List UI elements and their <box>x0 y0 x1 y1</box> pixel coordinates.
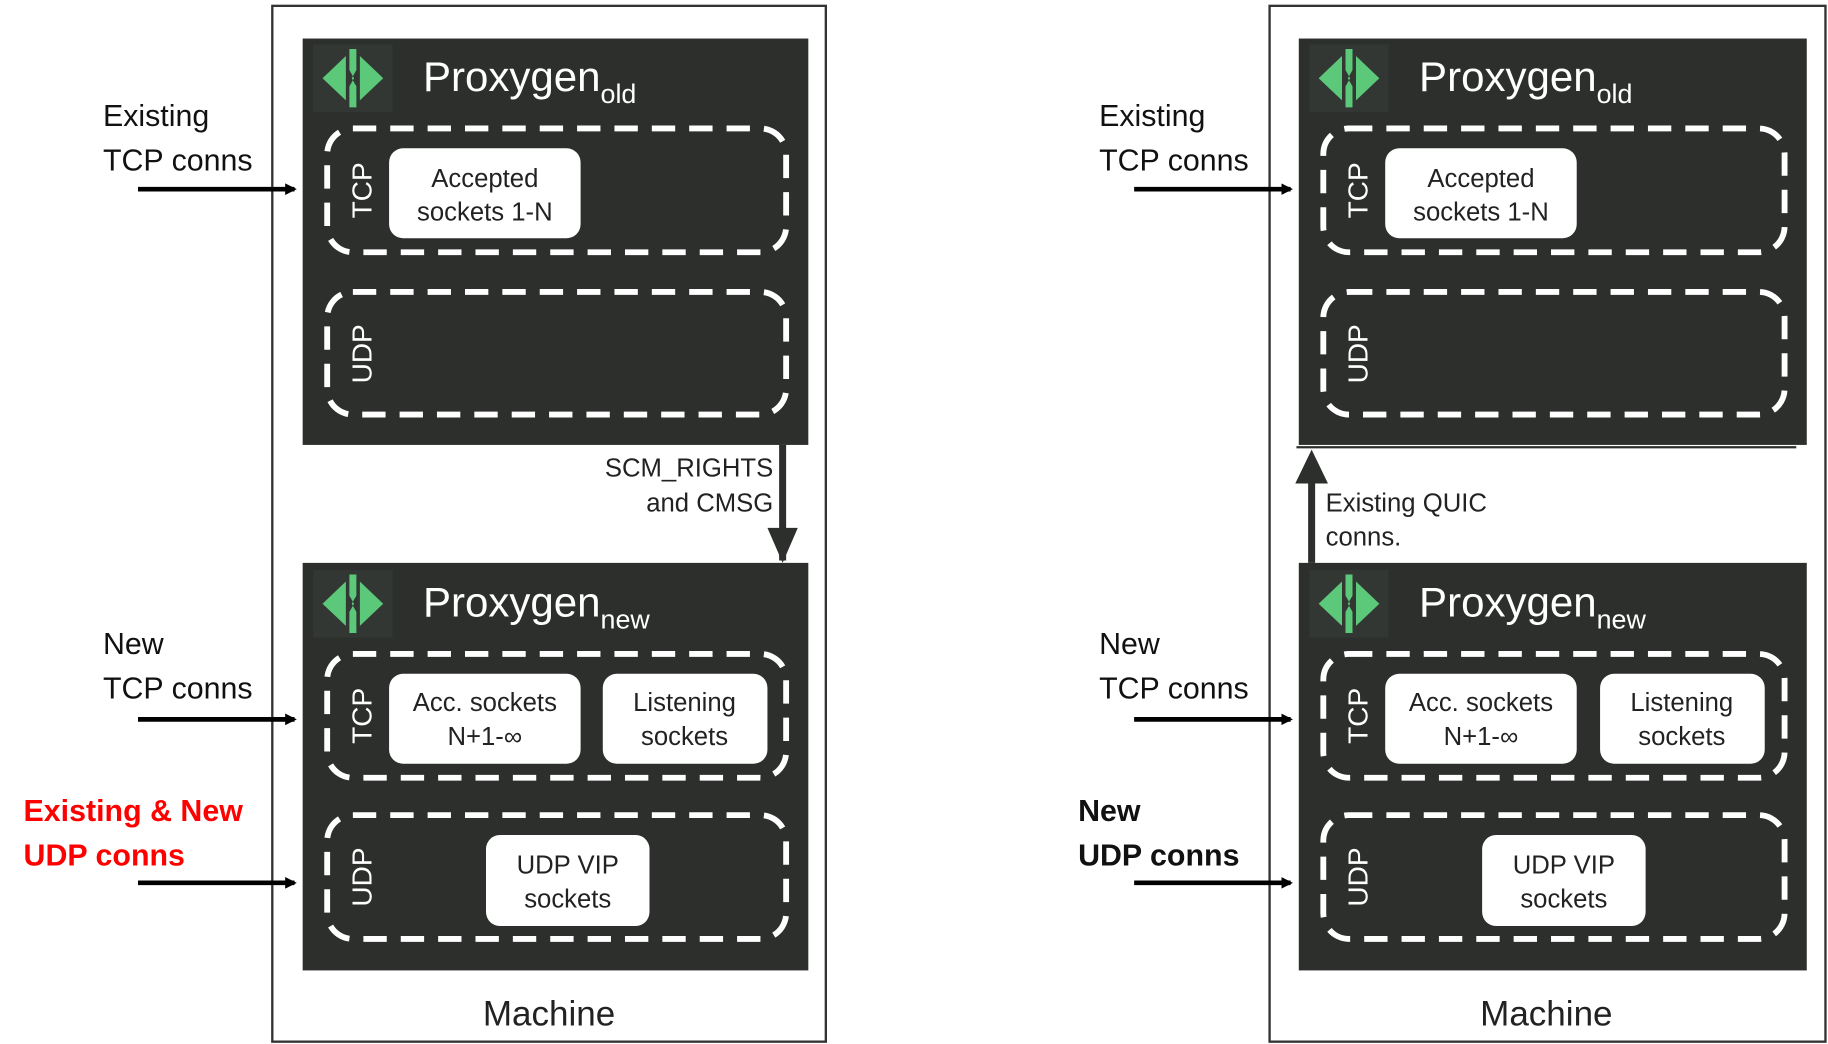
right-new-acc-1-text: N+1-∞ <box>1444 723 1519 751</box>
tcp-group <box>324 125 790 256</box>
left-old-title-text: Proxygen <box>423 53 601 100</box>
left-new-listening-1-text: sockets <box>641 723 728 751</box>
left-inputs-new_tcp-1-text: TCP conns <box>103 672 253 705</box>
svg-text:Proxygennew: Proxygennew <box>423 579 650 635</box>
proxygen-logo-icon <box>1309 569 1389 638</box>
right-old-udp-text: UDP <box>1343 324 1374 383</box>
left-scenario: Proxygenold TCP Accepted sockets 1-N UDP… <box>24 4 827 1043</box>
udp-vip-box <box>486 834 650 927</box>
right-new-title-text: Proxygen <box>1419 579 1597 626</box>
left-new-tcp-text: TCP <box>347 688 378 744</box>
proxygen-old: Proxygenold TCP Accepted sockets 1-N UDP <box>1296 38 1807 449</box>
right-inputs-new_tcp-0-text: New <box>1099 628 1160 661</box>
right-old-title-text: Proxygen <box>1419 53 1597 100</box>
proxygen-new: Proxygennew TCP Acc. sockets N+1-∞ Liste… <box>1298 562 1807 971</box>
proxygen-new: Proxygennew TCP Acc. sockets N+1-∞ Liste… <box>302 562 809 971</box>
left-new-acc-0-text: Acc. sockets <box>413 689 557 717</box>
left-inputs-new_tcp-0-text: New <box>103 628 164 661</box>
acc-sockets-box <box>389 673 581 764</box>
svg-text:Proxygenold: Proxygenold <box>1419 53 1632 109</box>
right-new-listening-1-text: sockets <box>1638 723 1725 751</box>
proxygen-logo-icon <box>313 569 393 638</box>
accepted-sockets-box <box>389 148 581 239</box>
right-new-udp-text: UDP <box>1343 847 1374 906</box>
udp-group <box>324 289 790 418</box>
left-old-accepted-0-text: Accepted <box>431 165 538 193</box>
proxygen-old: Proxygenold TCP Accepted sockets 1-N UDP <box>302 38 809 445</box>
proxygen-logo-icon <box>1309 44 1389 113</box>
left-new-vip-1-text: sockets <box>524 885 611 913</box>
left-new-acc-1-text: N+1-∞ <box>447 723 522 751</box>
right-inputs-existing_tcp-1-text: TCP conns <box>1099 144 1249 177</box>
svg-text:Proxygennew: Proxygennew <box>1419 579 1646 635</box>
right-inputs-udp-0-text: New <box>1078 795 1141 828</box>
right-inputs-existing_tcp-0-text: Existing <box>1099 100 1205 133</box>
left-inputs-existing_tcp-1-text: TCP conns <box>103 144 253 177</box>
right-scenario: Proxygenold TCP Accepted sockets 1-N UDP… <box>1078 4 1827 1043</box>
left-inputs-udp-0-text: Existing & New <box>24 795 244 828</box>
right-old-sub-text: old <box>1597 79 1633 109</box>
proxygen-logo-icon <box>313 44 393 113</box>
left-old-accepted-1-text: sockets 1-N <box>417 199 553 227</box>
right-old-tcp-text: TCP <box>1343 162 1374 218</box>
left-new-vip-0-text: UDP VIP <box>517 852 619 880</box>
right-new-listening-0-text: Listening <box>1630 689 1733 717</box>
left-inputs-existing_tcp-0-text: Existing <box>103 100 209 133</box>
left-inputs-udp-1-text: UDP conns <box>24 839 185 872</box>
left-transfer-1-text: and CMSG <box>646 489 773 517</box>
right-new-vip-1-text: sockets <box>1520 885 1607 913</box>
right-new-tcp-text: TCP <box>1343 688 1374 744</box>
left-new-udp-text: UDP <box>347 847 378 906</box>
listening-sockets-box <box>602 673 768 764</box>
right-inputs-new_tcp-1-text: TCP conns <box>1099 672 1249 705</box>
tcp-label: TCP <box>347 162 378 218</box>
title: Proxygenold <box>423 53 636 109</box>
left-old-sub-text: old <box>601 79 637 109</box>
left-new-listening-0-text: Listening <box>633 689 736 717</box>
accepted-sockets-box <box>1385 148 1577 239</box>
right-transfer-1-text: conns. <box>1326 523 1402 551</box>
machine-label: Machine <box>483 994 615 1033</box>
left-transfer-0-text: SCM_RIGHTS <box>605 454 773 482</box>
left-new-sub-text: new <box>601 604 651 634</box>
right-inputs-udp-1-text: UDP conns <box>1078 839 1239 872</box>
right-machine-text: Machine <box>1480 994 1612 1033</box>
right-old-accepted-1-text: sockets 1-N <box>1413 199 1549 227</box>
right-new-acc-0-text: Acc. sockets <box>1409 689 1553 717</box>
udp-label: UDP <box>347 324 378 383</box>
right-new-vip-0-text: UDP VIP <box>1513 852 1615 880</box>
right-transfer-0-text: Existing QUIC <box>1326 489 1487 517</box>
right-new-sub-text: new <box>1597 604 1647 634</box>
right-old-accepted-0-text: Accepted <box>1427 165 1534 193</box>
left-new-title-text: Proxygen <box>423 579 601 626</box>
